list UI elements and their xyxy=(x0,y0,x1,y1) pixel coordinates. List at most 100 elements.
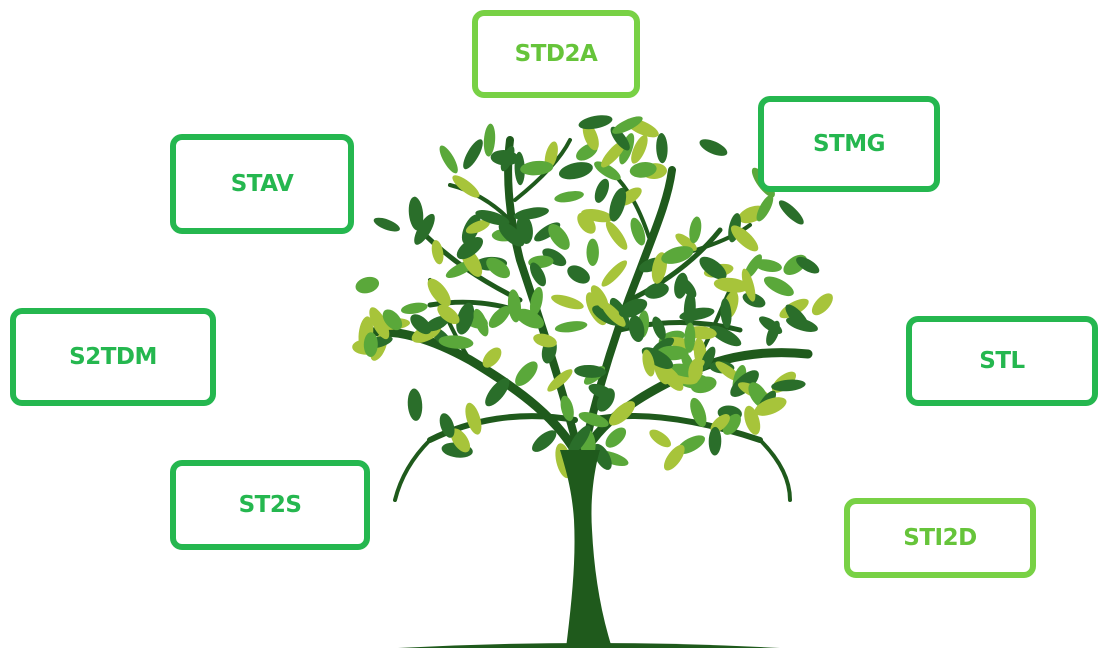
tree-leaf xyxy=(369,307,390,340)
tree-leaf xyxy=(439,413,455,438)
tree-leaf xyxy=(605,221,628,250)
tree-leaf xyxy=(529,262,547,287)
tree-leaf xyxy=(630,217,646,246)
tree-leaf xyxy=(533,333,557,348)
tree-leaf xyxy=(355,276,380,294)
tree-leaf xyxy=(609,187,627,222)
tree-leaf xyxy=(475,210,510,226)
tree-leaf xyxy=(679,307,715,321)
box-stav: STAV xyxy=(170,134,354,234)
tree-leaf xyxy=(661,246,694,264)
tree-branch xyxy=(758,438,792,502)
box-stmg: STMG xyxy=(758,96,940,192)
tree-leaf xyxy=(649,429,672,448)
tree-leaf xyxy=(450,428,471,453)
tree-leaf xyxy=(652,316,666,340)
tree-leaf xyxy=(437,304,460,325)
tree-leaf xyxy=(699,256,727,280)
tree-leaf xyxy=(688,358,703,383)
tree-leaf xyxy=(551,294,584,310)
tree-leaf xyxy=(586,238,599,266)
tree-leaf xyxy=(699,139,728,156)
tree-leaf xyxy=(778,200,804,225)
tree-leaf xyxy=(675,233,697,252)
tree-leaf xyxy=(568,425,591,455)
tree-leaf xyxy=(410,314,432,335)
tree-leaf xyxy=(488,306,511,328)
tree-leaf xyxy=(456,237,484,260)
tree-leaf xyxy=(594,161,621,181)
tree-leaf xyxy=(515,361,538,386)
tree-leaf xyxy=(373,217,400,232)
tree-leaf xyxy=(730,225,759,252)
tree-leaf xyxy=(438,335,474,349)
box-std2a: STD2A xyxy=(472,10,640,98)
tree-leaf xyxy=(709,325,742,347)
tree-leaf xyxy=(483,123,496,157)
tree-leaf xyxy=(631,134,648,164)
tree-leaf xyxy=(516,214,533,244)
tree-leaf xyxy=(456,302,475,335)
tree-leaf xyxy=(485,378,510,407)
tree-leaf xyxy=(588,383,615,399)
tree-leaf xyxy=(554,191,584,203)
tree-leaf xyxy=(414,213,435,245)
tree-leaf xyxy=(515,308,544,329)
tree-leaf xyxy=(407,388,423,421)
tree-leaf xyxy=(618,298,648,318)
tree-branch xyxy=(627,227,723,303)
tree-leaf xyxy=(771,379,806,392)
tree-leaf xyxy=(674,272,689,299)
tree-leaf xyxy=(629,162,657,178)
tree-branch xyxy=(393,438,432,502)
tree-leaf xyxy=(363,332,378,357)
tree-leaf xyxy=(427,278,451,307)
tree-leaf xyxy=(811,293,833,316)
label-st2s: ST2S xyxy=(238,492,302,518)
tree-branch xyxy=(448,183,512,222)
tree-leaf xyxy=(578,115,613,130)
tree-leaf xyxy=(490,150,519,166)
tree-leaf xyxy=(382,309,403,331)
tree-leaf xyxy=(452,175,480,198)
tree-leaf xyxy=(548,223,570,250)
tree-leaf xyxy=(754,259,782,272)
tree-leaf xyxy=(529,286,543,317)
tree-leaf xyxy=(689,216,702,244)
tree-leaf xyxy=(507,289,522,323)
tree-leaf xyxy=(601,301,626,327)
box-s2tdm: S2TDM xyxy=(10,308,216,406)
tree-leaf xyxy=(594,178,610,203)
tree-leaf xyxy=(700,346,716,371)
tree-leaf xyxy=(763,276,794,297)
box-stl: STL xyxy=(906,316,1098,406)
tree-leaf xyxy=(684,322,696,353)
tree-leaf xyxy=(408,196,424,231)
tree-leaf xyxy=(520,160,554,176)
label-std2a: STD2A xyxy=(514,41,598,67)
tree-leaf xyxy=(554,321,588,333)
tree-leaf xyxy=(754,397,787,416)
tree-leaf xyxy=(628,315,645,343)
tree-leaf xyxy=(498,222,525,247)
box-sti2d: STI2D xyxy=(844,498,1036,578)
tree-branch xyxy=(587,413,763,443)
tree-leaf xyxy=(577,212,596,234)
tree-leaf xyxy=(786,317,818,332)
tree-leaf xyxy=(600,139,627,168)
tree-leaf xyxy=(644,282,669,299)
tree-branch xyxy=(504,136,582,454)
tree-leaf xyxy=(690,397,707,427)
label-stl: STL xyxy=(979,348,1025,374)
tree-leaf xyxy=(574,364,606,378)
tree-leaf xyxy=(582,122,599,151)
tree-leaf xyxy=(463,139,483,170)
tree-leaf xyxy=(601,260,628,287)
tree-leaf xyxy=(605,427,627,448)
tree-leaf xyxy=(756,194,774,222)
tree-leaf xyxy=(796,256,820,274)
label-sti2d: STI2D xyxy=(903,525,977,551)
tree-leaf xyxy=(439,145,458,174)
tree-leaf xyxy=(482,347,502,368)
